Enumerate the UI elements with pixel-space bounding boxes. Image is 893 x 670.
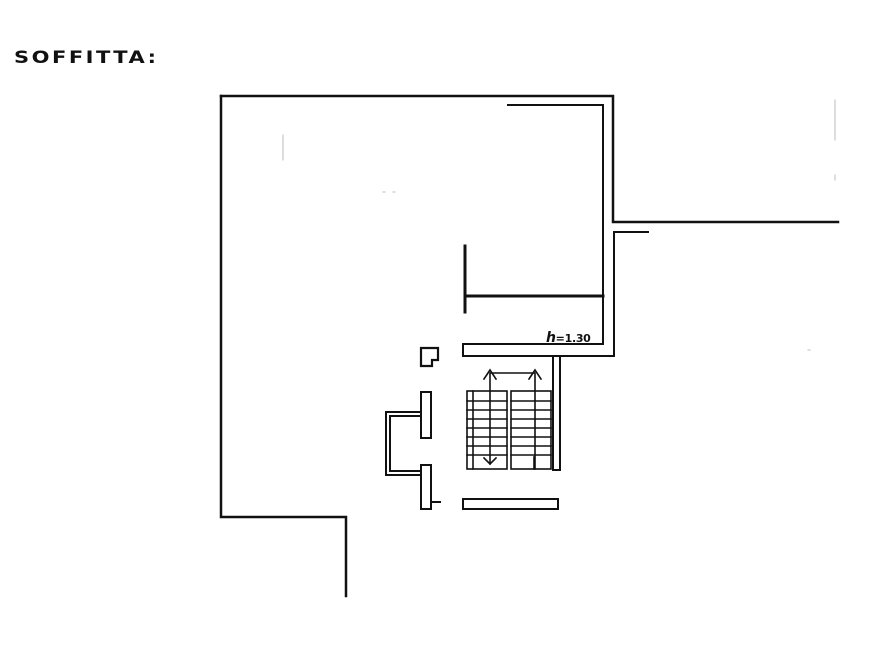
stair-direction-arrows — [482, 368, 543, 470]
interior-partition-wall — [463, 244, 605, 314]
ceiling-height-label: h=1.30 — [546, 330, 591, 346]
scan-noise — [282, 99, 836, 351]
stair-flight-right — [510, 390, 552, 470]
stair-enclosure-wall — [552, 355, 561, 471]
balcony-rail — [462, 498, 559, 510]
height-symbol: h — [546, 330, 556, 346]
height-value: =1.30 — [555, 332, 591, 345]
stair-flight-left — [466, 390, 508, 470]
inner-wall-line — [462, 104, 649, 357]
outer-wall — [219, 94, 840, 598]
drawing-title: SOFFITTA: — [14, 48, 159, 68]
door-opening — [385, 391, 441, 510]
chimney-flue — [419, 346, 440, 368]
